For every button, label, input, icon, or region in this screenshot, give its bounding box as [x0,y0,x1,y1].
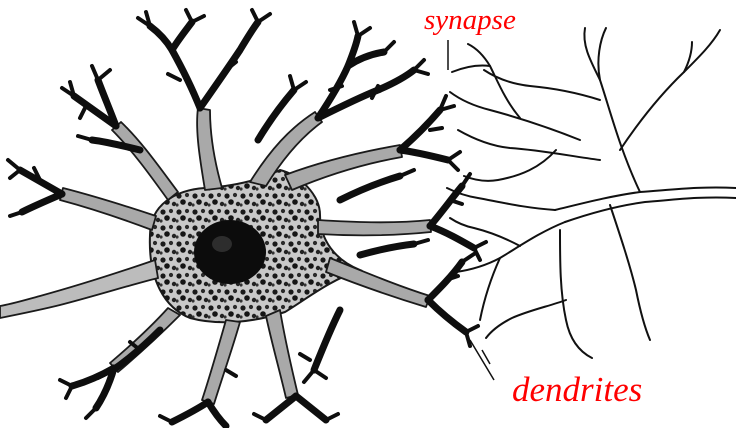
dendrites-label: dendrites [512,372,642,407]
dendrites-leader-line [470,340,494,380]
left-neuron [0,10,486,426]
axon [0,260,158,318]
synapse-label: synapse [424,6,516,35]
nucleus [194,220,266,284]
right-neuron-terminals [447,28,736,358]
